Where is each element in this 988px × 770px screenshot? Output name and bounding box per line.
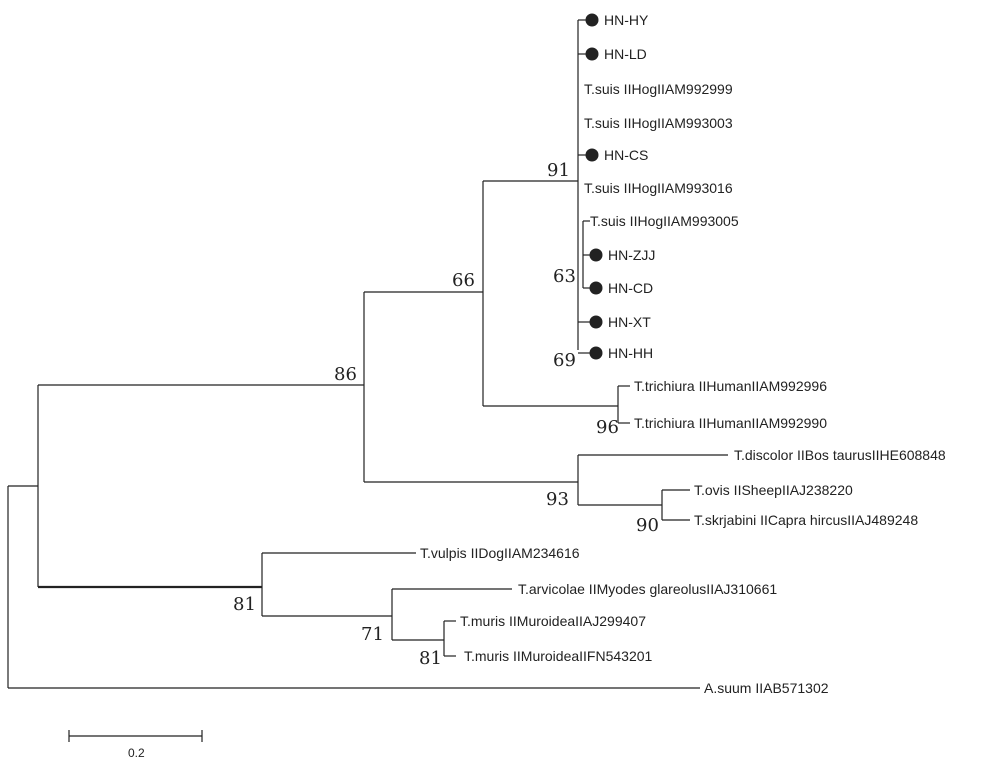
sample-marker <box>585 47 599 61</box>
taxon-label: HN-CS <box>604 147 648 163</box>
bootstrap-value: 93 <box>546 489 569 510</box>
taxon-label: T.discolor IIBos taurusIIHE608848 <box>734 447 946 463</box>
sample-marker <box>589 346 603 360</box>
taxon-label: T.vulpis IIDogIIAM234616 <box>420 545 580 561</box>
taxon-label: HN-HY <box>604 12 649 28</box>
sample-marker <box>585 148 599 162</box>
bootstrap-value: 69 <box>553 350 576 371</box>
taxon-label: T.arvicolae IIMyodes glareolusIIAJ310661 <box>518 581 777 597</box>
taxon-label: T.suis IIHogIIAM992999 <box>584 81 733 97</box>
taxon-label: HN-ZJJ <box>608 247 655 263</box>
scale-bar-label: 0.2 <box>128 746 145 760</box>
leaf-labels: HN-HY HN-LD T.suis IIHogIIAM992999 T.sui… <box>420 12 946 696</box>
taxon-label: HN-XT <box>608 314 651 330</box>
taxon-label: T.suis IIHogIIAM993016 <box>584 180 733 196</box>
bootstrap-value: 96 <box>596 417 619 438</box>
bootstrap-values: 91 63 69 66 96 86 90 93 71 81 81 <box>233 160 659 669</box>
bootstrap-value: 86 <box>334 364 357 385</box>
sample-marker <box>589 281 603 295</box>
sample-marker <box>585 13 599 27</box>
taxon-label: HN-HH <box>608 345 653 361</box>
tree-branches <box>7 19 728 689</box>
taxon-label: T.suis IIHogIIAM993003 <box>584 115 733 131</box>
taxon-label: T.suis IIHogIIAM993005 <box>590 213 739 229</box>
taxon-label: T.ovis IISheepIIAJ238220 <box>694 482 853 498</box>
taxon-label: T.trichiura IIHumanIIAM992996 <box>634 378 827 394</box>
scale-bar: 0.2 <box>68 730 203 760</box>
bootstrap-value: 63 <box>553 266 576 287</box>
sample-marker <box>589 315 603 329</box>
taxon-label: T.trichiura IIHumanIIAM992990 <box>634 415 827 431</box>
taxon-label: HN-LD <box>604 46 647 62</box>
bootstrap-value: 91 <box>547 160 570 181</box>
taxon-label: T.muris IIMuroideaIIFN543201 <box>464 648 653 664</box>
bootstrap-value: 81 <box>233 594 256 615</box>
bootstrap-value: 66 <box>452 270 475 291</box>
bootstrap-value: 90 <box>636 515 659 536</box>
bootstrap-value: 71 <box>361 624 384 645</box>
sample-marker <box>589 248 603 262</box>
sample-markers <box>585 13 603 360</box>
taxon-label: A.suum IIAB571302 <box>704 680 829 696</box>
taxon-label: T.muris IIMuroideaIIAJ299407 <box>460 613 646 629</box>
taxon-label: HN-CD <box>608 280 653 296</box>
taxon-label: T.skrjabini IICapra hircusIIAJ489248 <box>694 512 918 528</box>
bootstrap-value: 81 <box>419 648 442 669</box>
